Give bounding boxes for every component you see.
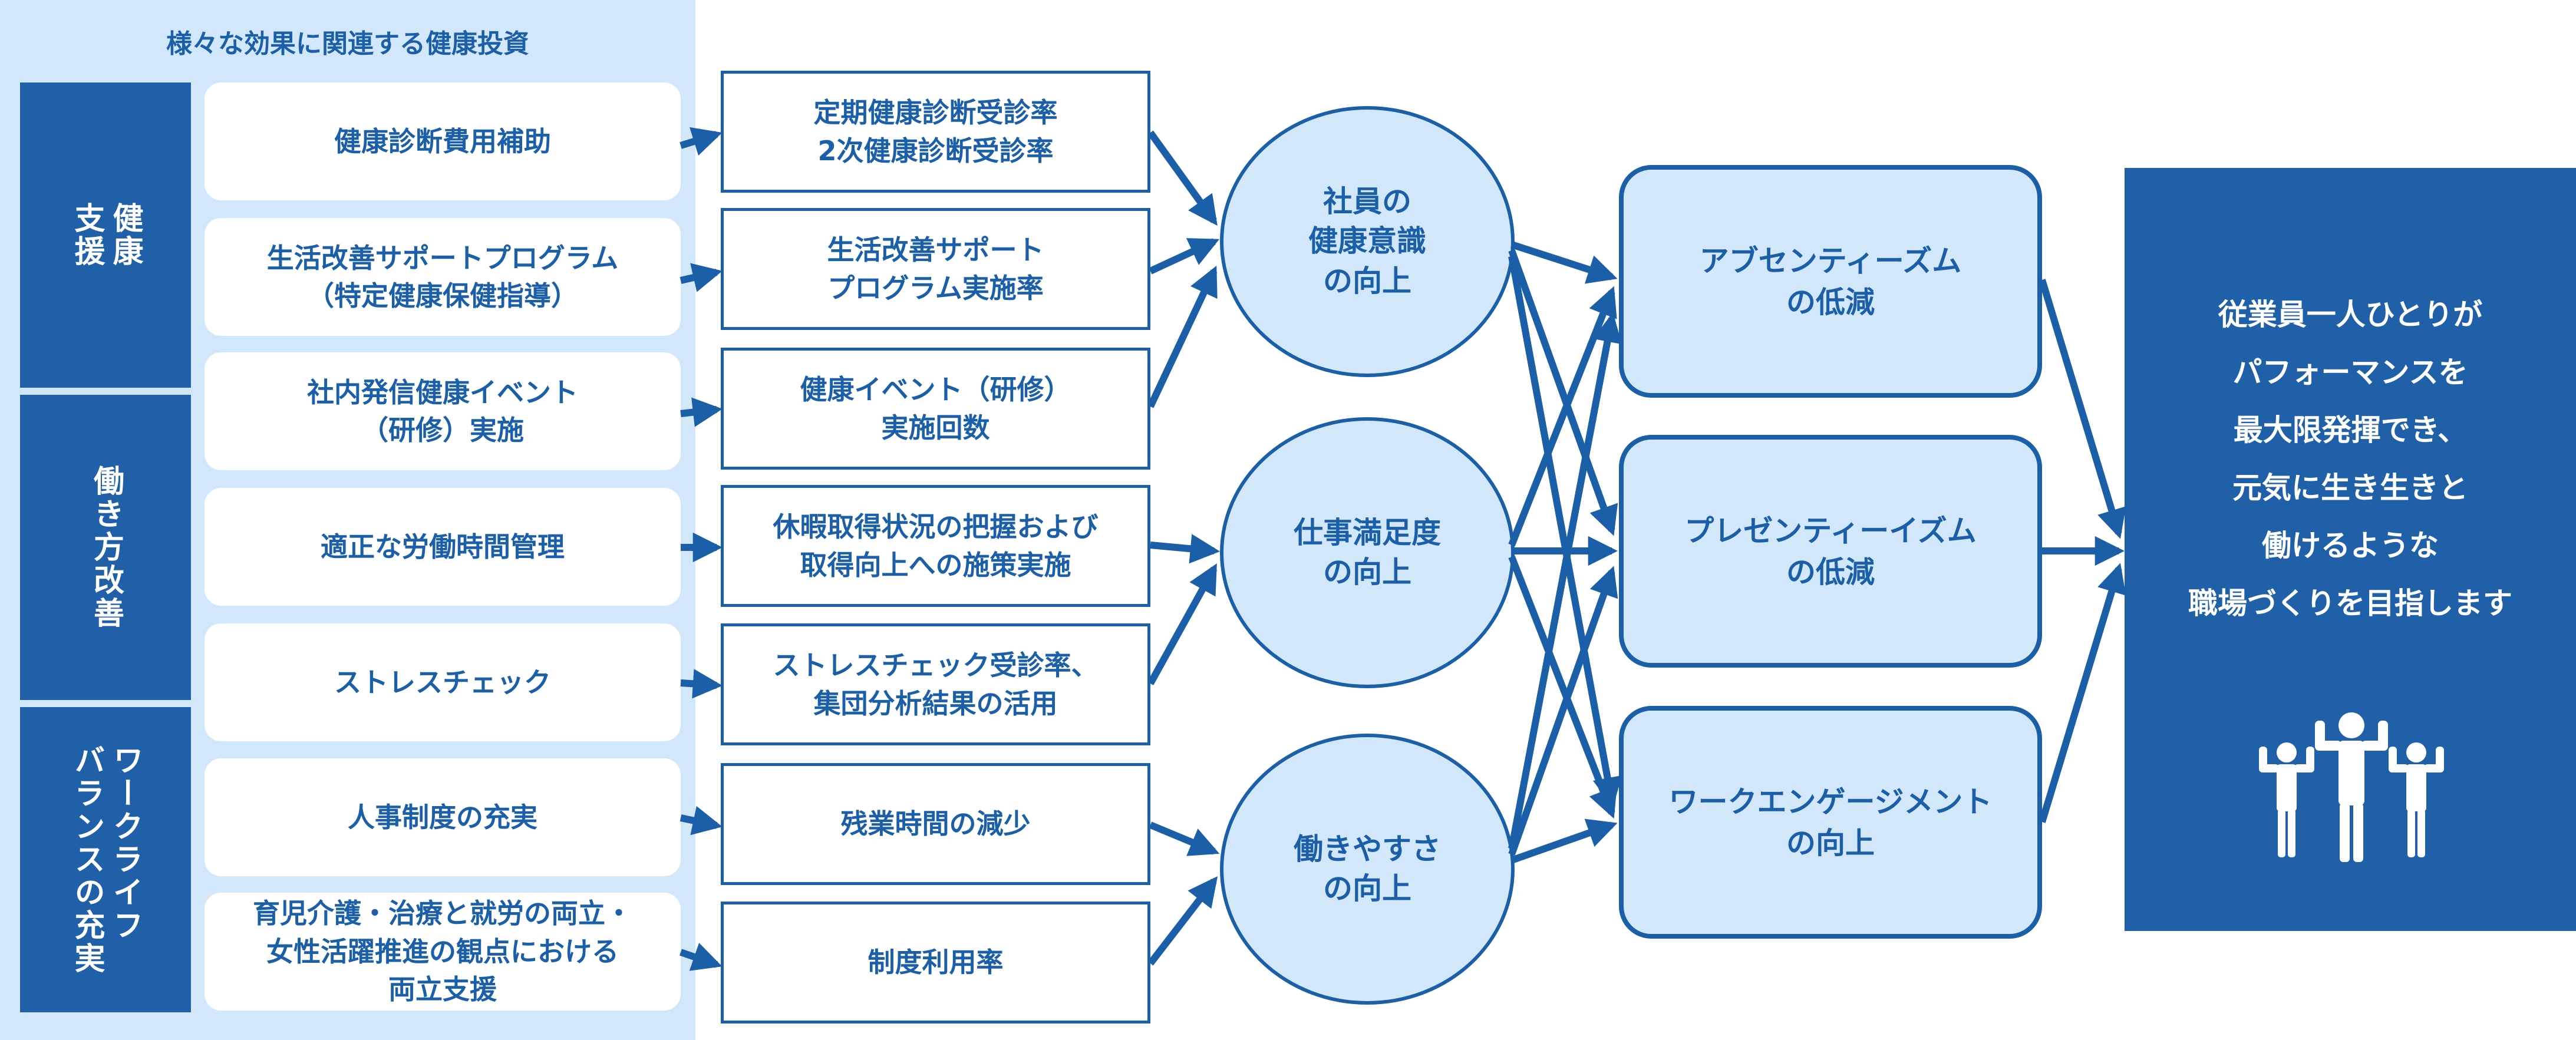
indicator-box: 定期健康診断受診率 2次健康診断受診率 [721,71,1150,193]
investment-item: 生活改善サポートプログラム （特定健康保健指導） [205,218,681,336]
intermediate-circle: 働きやすさ の向上 [1220,734,1515,1005]
category-health-support: 健康 支援 [20,82,191,388]
goal-text: 従業員一人ひとりが パフォーマンスを 最大限発揮でき、 元気に生き生きと 働ける… [2188,298,2512,620]
arrow-item-7 [680,943,723,971]
arrow-c3-o1 [1508,312,1622,850]
people-flexing-icon [2259,712,2444,862]
arrow-item-6 [680,805,723,836]
arrow-c3-o3 [1510,818,1618,864]
arrow-c1-o3 [1508,255,1622,807]
goal-box: 従業員一人ひとりが パフォーマンスを 最大限発揮でき、 元気に生き生きと 働ける… [2125,168,2576,931]
indicator-box: 制度利用率 [721,902,1150,1024]
arrow-item-5 [680,669,723,699]
arrow-o3-goal [2039,563,2126,823]
arrow-item-3 [680,397,723,427]
category-work-style: 働き方改善 [20,395,191,700]
arrow-c3-o2 [1508,566,1618,856]
intermediate-circle: 社員の 健康意識 の向上 [1220,106,1515,377]
arrow-ind-1 [1147,130,1218,226]
indicator-box: 生活改善サポート プログラム実施率 [721,208,1150,330]
arrow-c1-o1 [1510,241,1618,284]
investment-item: 育児介護・治療と就労の両立・ 女性活躍推進の観点における 両立支援 [205,893,681,1011]
outcome-box: ワークエンゲージメント の向上 [1619,706,2042,939]
investment-item: ストレスチェック [205,623,681,741]
investment-item: 健康診断費用補助 [205,82,681,200]
arrow-item-2 [680,263,723,292]
arrow-c1-o2 [1508,249,1618,536]
arrow-c2-o3 [1508,555,1617,819]
outcome-box: アブセンティーズム の低減 [1619,165,2042,398]
outcome-box: プレゼンティーイズム の低減 [1619,435,2042,668]
arrow-item-1 [680,127,723,156]
panel-title: 様々な効果に関連する健康投資 [166,29,529,59]
intermediate-circle: 仕事満足度 の向上 [1220,417,1515,688]
indicator-box: ストレスチェック受診率、 集団分析結果の活用 [721,623,1150,745]
arrow-ind-4 [1150,534,1221,564]
arrow-ind-6 [1149,821,1220,856]
arrow-ind-7 [1147,876,1218,966]
arrow-ind-2 [1149,238,1220,275]
arrow-ind-5 [1147,563,1218,685]
arrow-ind-3 [1147,265,1218,408]
category-work-life-balance: ワークライフ バランスの充実 [20,707,191,1012]
arrow-o1-goal [2039,279,2126,539]
investment-item: 人事制度の充実 [205,758,681,876]
indicator-box: 健康イベント（研修） 実施回数 [721,348,1150,470]
investment-item: 社内発信健康イベント （研修）実施 [205,352,681,470]
investment-item: 適正な労働時間管理 [205,488,681,606]
indicator-box: 残業時間の減少 [721,763,1150,885]
